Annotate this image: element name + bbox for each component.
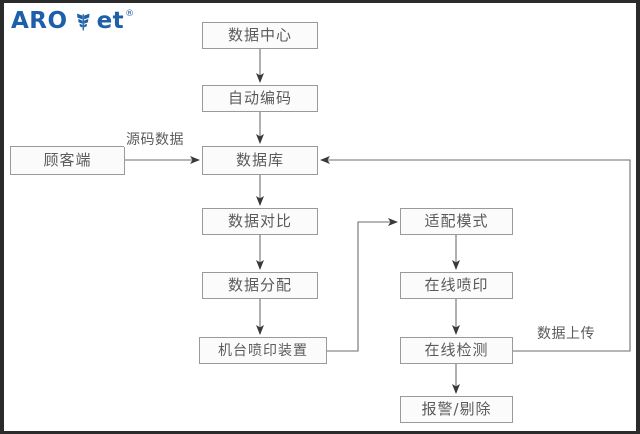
node-alarm-reject[interactable]: 报警/剔除	[400, 396, 513, 423]
node-machine-print-device[interactable]: 机台喷印装置	[199, 337, 327, 364]
logo-text-et: et	[96, 7, 125, 34]
logo-text-aro: ARO	[11, 7, 68, 34]
node-data-compare[interactable]: 数据对比	[202, 208, 318, 235]
node-online-print[interactable]: 在线喷印	[400, 272, 513, 299]
node-auto-encode[interactable]: 自动编码	[202, 85, 318, 112]
wheat-leaf-icon	[71, 9, 95, 33]
node-online-detect[interactable]: 在线检测	[400, 337, 513, 364]
edge-label-data-upload: 数据上传	[535, 326, 597, 342]
registered-trademark-icon: ®	[125, 8, 135, 19]
arowet-logo: ARO et ®	[11, 8, 134, 34]
edge-label-source-code-data: 源码数据	[124, 132, 186, 148]
node-data-center[interactable]: 数据中心	[202, 22, 318, 49]
node-customer-end[interactable]: 顾客端	[10, 146, 125, 175]
node-database[interactable]: 数据库	[202, 146, 318, 175]
node-adapt-mode[interactable]: 适配模式	[400, 208, 513, 235]
node-data-allocate[interactable]: 数据分配	[202, 272, 318, 299]
